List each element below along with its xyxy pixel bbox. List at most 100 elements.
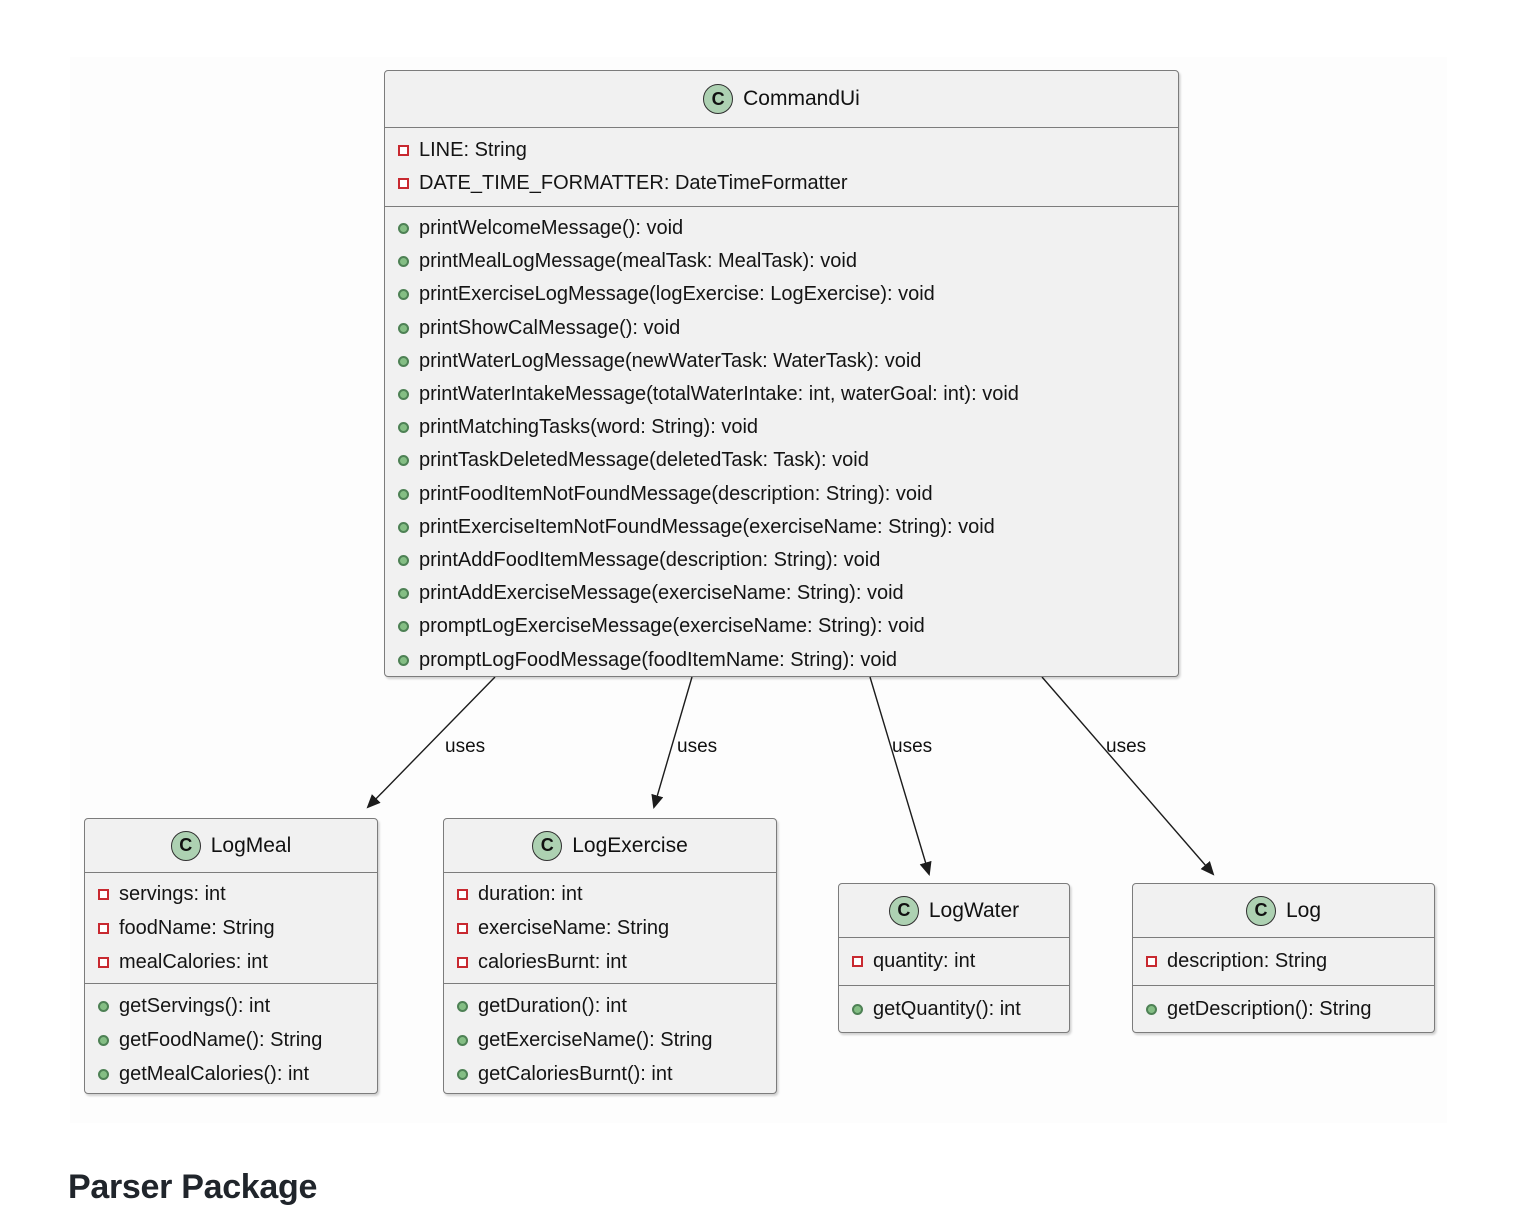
- attribute-text: duration: int: [478, 882, 583, 905]
- method-row: getDescription(): String: [1133, 993, 1434, 1027]
- public-method-icon: [398, 521, 409, 533]
- method-row: printShowCalMessage(): void: [385, 312, 1178, 345]
- method-text: printShowCalMessage(): void: [419, 316, 681, 339]
- method-text: getFoodName(): String: [119, 1028, 323, 1051]
- class-box-log: C Log description: String getDescription…: [1132, 883, 1435, 1033]
- method-row: getCaloriesBurnt(): int: [444, 1057, 776, 1091]
- method-text: getDescription(): String: [1167, 998, 1372, 1020]
- public-method-icon: [398, 588, 409, 600]
- class-box-logexercise: C LogExercise duration: int exerciseName…: [443, 818, 777, 1094]
- class-icon: C: [170, 830, 201, 861]
- attributes-section: LINE: String DATE_TIME_FORMATTER: DateTi…: [385, 128, 1178, 207]
- class-name: CommandUi: [743, 87, 860, 110]
- class-title: C LogWater: [839, 884, 1069, 938]
- attribute-row: caloriesBurnt: int: [444, 945, 776, 979]
- method-text: printTaskDeletedMessage(deletedTask: Tas…: [419, 449, 869, 472]
- class-name: LogExercise: [572, 833, 688, 857]
- public-method-icon: [98, 1034, 109, 1046]
- private-field-icon: [98, 956, 109, 968]
- attribute-row: servings: int: [85, 877, 377, 911]
- class-name: LogMeal: [210, 833, 292, 857]
- method-row: promptLogFoodMessage(foodItemName: Strin…: [385, 643, 1178, 676]
- method-text: getMealCalories(): int: [119, 1062, 310, 1085]
- method-row: printMatchingTasks(word: String): void: [385, 411, 1178, 444]
- attribute-text: servings: int: [119, 882, 226, 905]
- class-icon: C: [1245, 895, 1276, 926]
- public-method-icon: [398, 455, 409, 467]
- method-row: printTaskDeletedMessage(deletedTask: Tas…: [385, 444, 1178, 477]
- public-method-icon: [457, 1000, 468, 1012]
- class-title: C Log: [1133, 884, 1434, 938]
- methods-section: getDescription(): String: [1133, 986, 1434, 1033]
- public-method-icon: [398, 422, 409, 434]
- attributes-section: quantity: int: [839, 938, 1069, 986]
- method-text: printWelcomeMessage(): void: [419, 217, 684, 240]
- class-name: LogWater: [928, 898, 1020, 922]
- methods-section: printWelcomeMessage(): void printMealLog…: [385, 207, 1178, 682]
- attribute-row: foodName: String: [85, 911, 377, 945]
- attribute-text: description: String: [1167, 950, 1328, 972]
- method-text: getServings(): int: [119, 994, 271, 1017]
- attribute-text: exerciseName: String: [478, 916, 670, 939]
- method-row: getExerciseName(): String: [444, 1023, 776, 1057]
- methods-section: getQuantity(): int: [839, 986, 1069, 1033]
- method-text: getQuantity(): int: [873, 998, 1021, 1020]
- method-row: getMealCalories(): int: [85, 1057, 377, 1091]
- method-row: getServings(): int: [85, 989, 377, 1023]
- public-method-icon: [398, 355, 409, 367]
- method-text: printAddFoodItemMessage(description: Str…: [419, 548, 881, 571]
- method-row: getDuration(): int: [444, 989, 776, 1023]
- method-row: printExerciseLogMessage(logExercise: Log…: [385, 278, 1178, 311]
- public-method-icon: [398, 289, 409, 301]
- attribute-row: quantity: int: [839, 945, 1069, 979]
- method-row: printExerciseItemNotFoundMessage(exercis…: [385, 511, 1178, 544]
- class-icon: C: [703, 84, 734, 114]
- uses-label: uses: [1106, 736, 1147, 757]
- private-field-icon: [98, 888, 109, 900]
- class-box-commandui: C CommandUi LINE: String DATE_TIME_FORMA…: [384, 70, 1179, 677]
- private-field-icon: [1146, 956, 1157, 967]
- uses-label: uses: [677, 736, 718, 757]
- public-method-icon: [398, 621, 409, 633]
- methods-section: getDuration(): int getExerciseName(): St…: [444, 984, 776, 1096]
- method-text: printWaterIntakeMessage(totalWaterIntake…: [419, 383, 1019, 406]
- method-text: printMealLogMessage(mealTask: MealTask):…: [419, 250, 857, 273]
- private-field-icon: [457, 888, 468, 900]
- private-field-icon: [98, 922, 109, 934]
- private-field-icon: [852, 956, 863, 967]
- public-method-icon: [98, 1068, 109, 1080]
- method-text: promptLogFoodMessage(foodItemName: Strin…: [419, 648, 898, 671]
- method-row: promptLogExerciseMessage(exerciseName: S…: [385, 610, 1178, 643]
- method-text: printExerciseItemNotFoundMessage(exercis…: [419, 515, 995, 538]
- attribute-text: mealCalories: int: [119, 950, 268, 973]
- public-method-icon: [1146, 1004, 1157, 1015]
- public-method-icon: [398, 654, 409, 666]
- attribute-row: exerciseName: String: [444, 911, 776, 945]
- attribute-row: LINE: String: [385, 134, 1178, 167]
- class-box-logwater: C LogWater quantity: int getQuantity(): …: [838, 883, 1070, 1033]
- method-row: getFoodName(): String: [85, 1023, 377, 1057]
- section-heading: Parser Package: [68, 1168, 318, 1206]
- attribute-row: description: String: [1133, 945, 1434, 979]
- private-field-icon: [398, 178, 409, 189]
- uses-label: uses: [445, 736, 486, 757]
- public-method-icon: [398, 322, 409, 334]
- attribute-text: DATE_TIME_FORMATTER: DateTimeFormatter: [419, 172, 848, 194]
- method-text: getCaloriesBurnt(): int: [478, 1062, 673, 1085]
- private-field-icon: [457, 956, 468, 968]
- public-method-icon: [457, 1034, 468, 1046]
- class-title: C LogMeal: [85, 819, 377, 873]
- public-method-icon: [852, 1004, 863, 1015]
- attributes-section: servings: int foodName: String mealCalor…: [85, 873, 377, 984]
- public-method-icon: [398, 389, 409, 401]
- attributes-section: duration: int exerciseName: String calor…: [444, 873, 776, 984]
- method-text: promptLogExerciseMessage(exerciseName: S…: [419, 615, 925, 638]
- private-field-icon: [457, 922, 468, 934]
- public-method-icon: [398, 554, 409, 566]
- public-method-icon: [398, 256, 409, 268]
- class-icon: C: [888, 895, 919, 926]
- attribute-row: duration: int: [444, 877, 776, 911]
- public-method-icon: [457, 1068, 468, 1080]
- public-method-icon: [398, 488, 409, 500]
- method-row: printWelcomeMessage(): void: [385, 212, 1178, 245]
